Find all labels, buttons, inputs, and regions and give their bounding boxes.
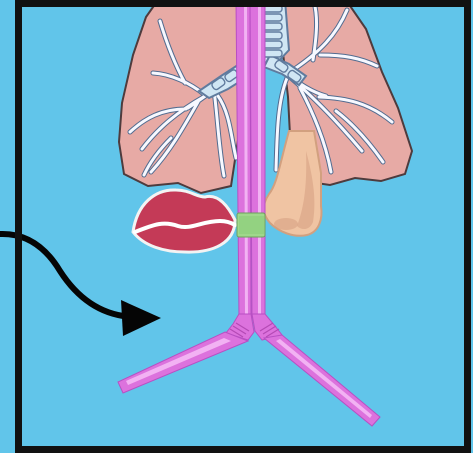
right-straw-vertical bbox=[250, 0, 265, 318]
paper-mouth bbox=[133, 190, 235, 252]
nostril bbox=[274, 218, 298, 230]
left-straw-vertical bbox=[236, 0, 251, 318]
tape-shadow bbox=[239, 216, 264, 234]
